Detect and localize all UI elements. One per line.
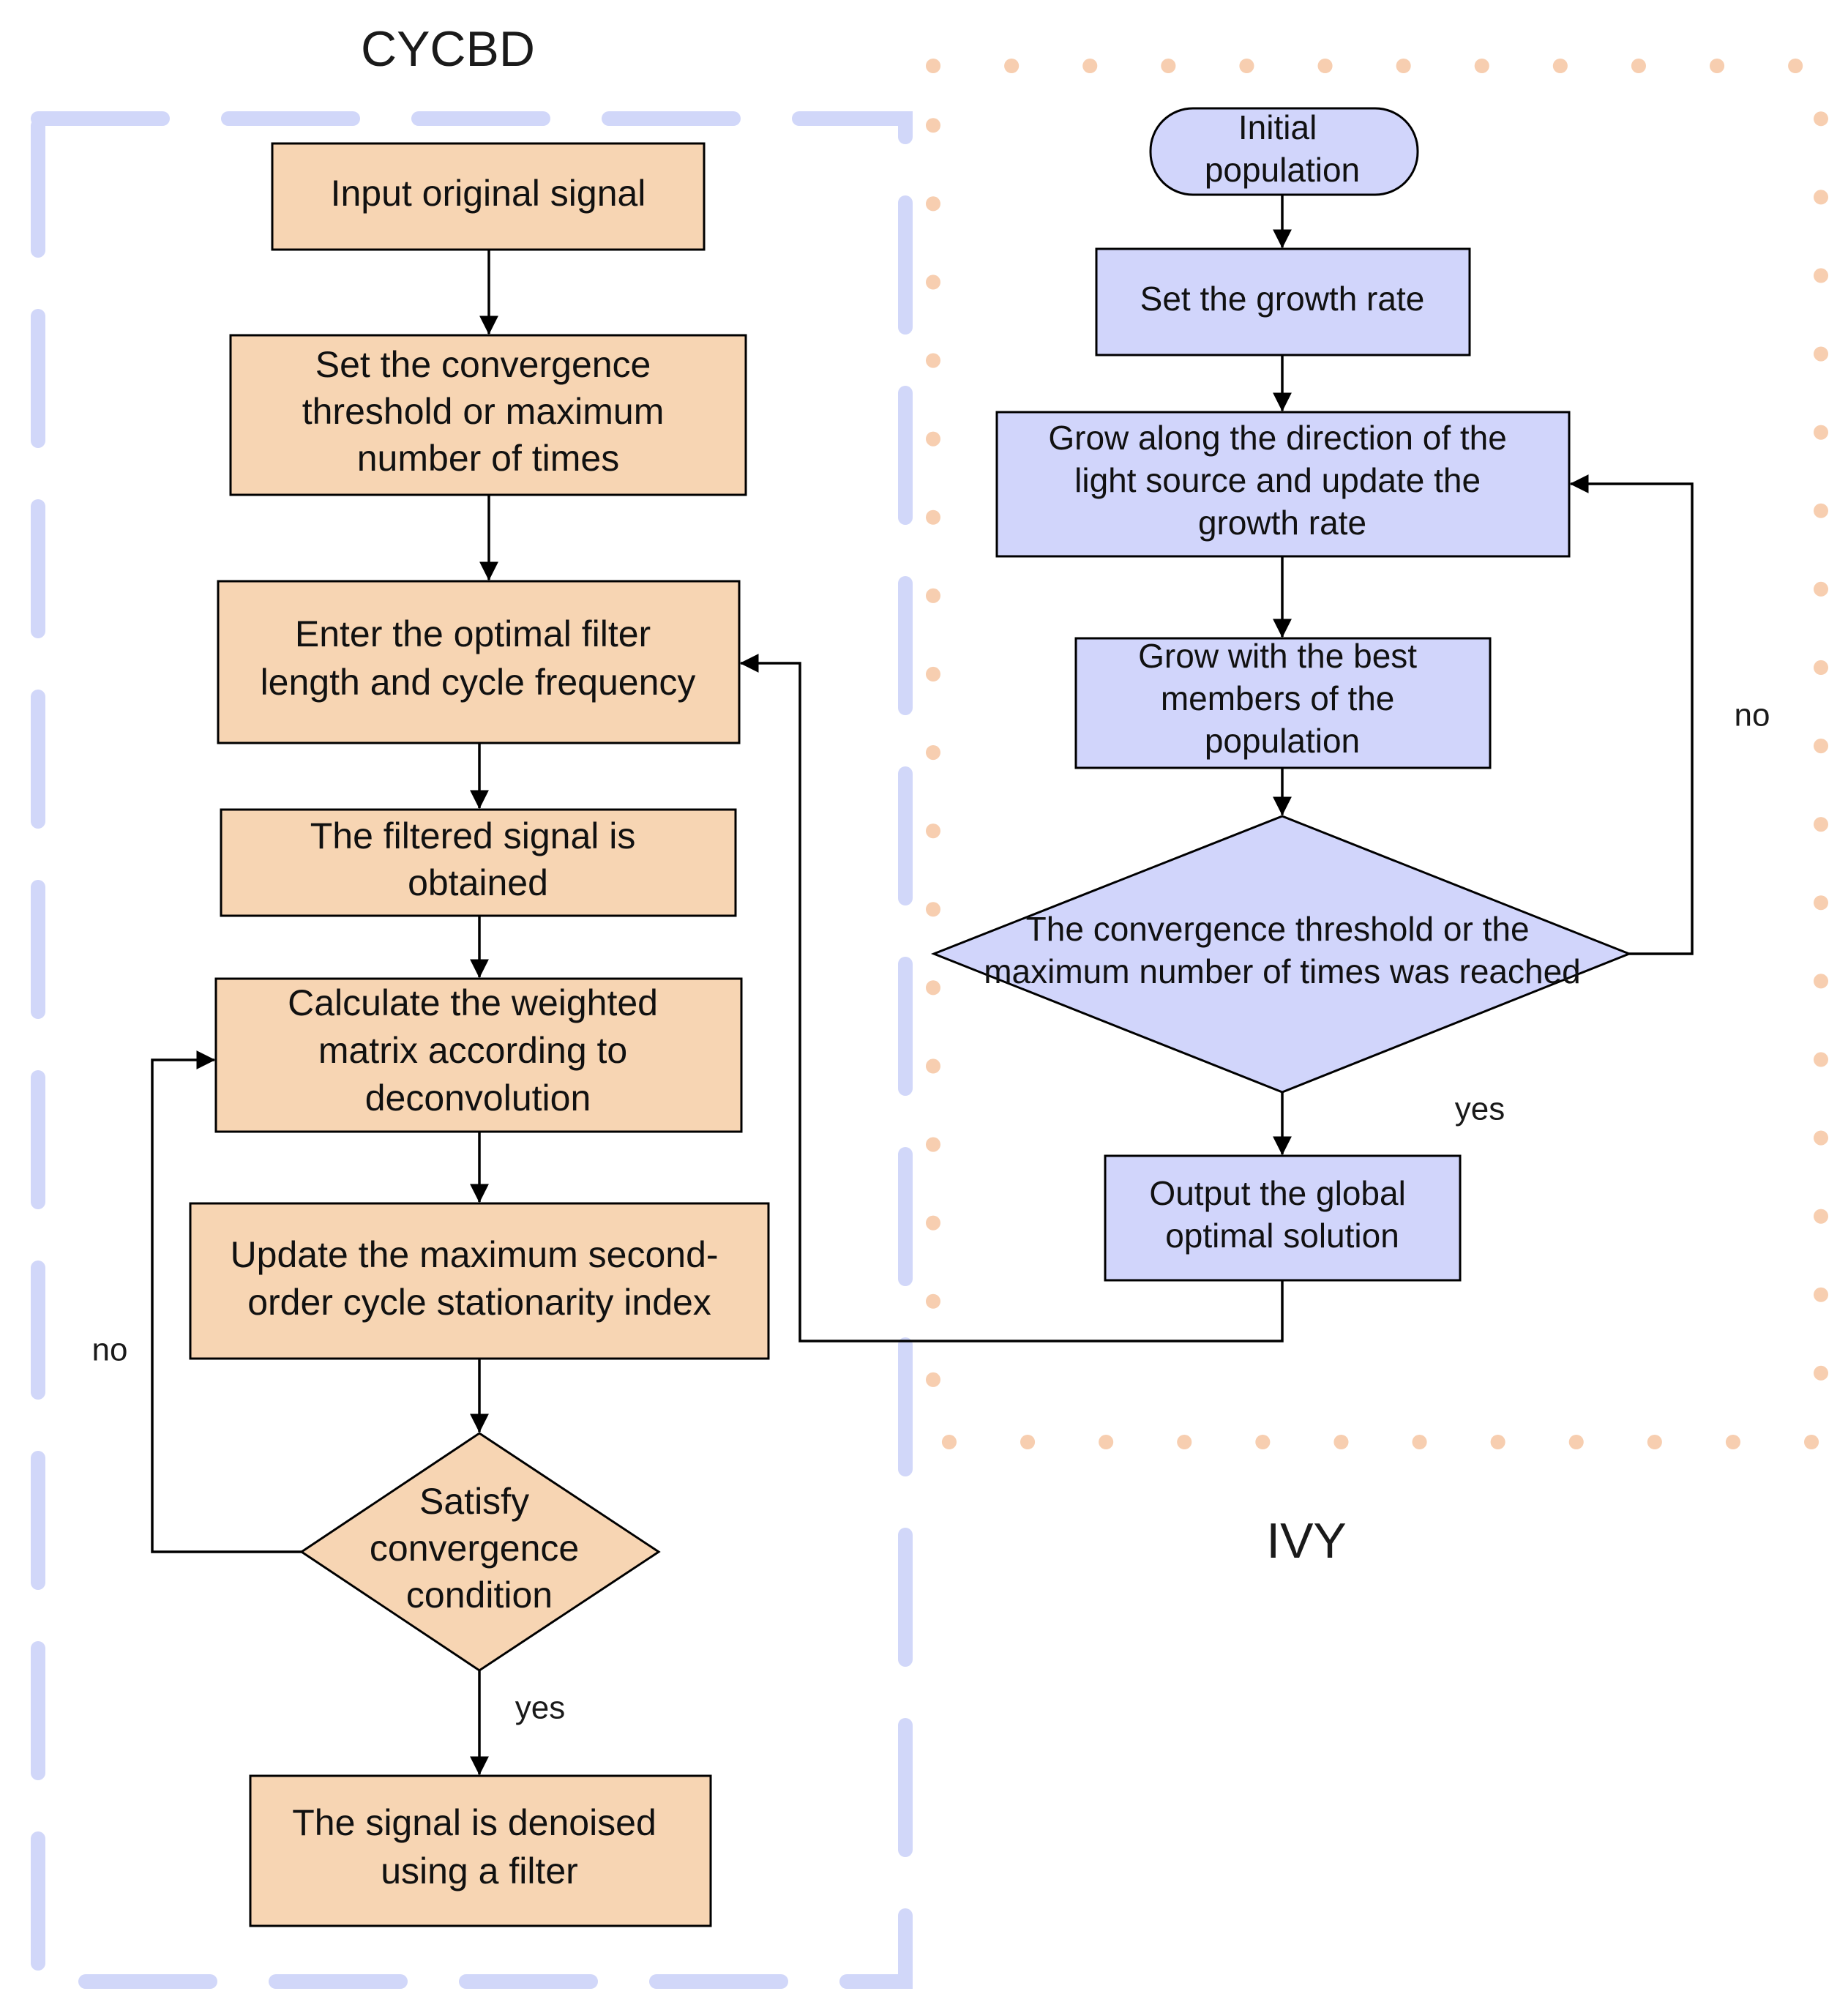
- svg-text:Update the maximum second-: Update the maximum second- order cycle s…: [231, 1234, 729, 1323]
- cycbd-title: CYCBD: [361, 21, 535, 77]
- ivy-label-yes: yes: [1455, 1091, 1505, 1127]
- edge-ivy-output-to-enter: [739, 654, 1284, 1342]
- cycbd-node-update: Update the maximum second- order cycle s…: [189, 1202, 770, 1360]
- ivy-region-border: [926, 59, 1828, 1449]
- cycbd-node-filtered-line-2: obtained: [408, 862, 548, 903]
- ivy-node-output-line-2: optimal solution: [1165, 1217, 1399, 1255]
- svg-text:The convergence threshold or t: The convergence threshold or the maximum…: [984, 910, 1581, 990]
- svg-text:The filtered signal is o: The filtered signal is obtained: [310, 815, 646, 903]
- ivy-node-grow-direction-line-3: growth rate: [1198, 504, 1366, 542]
- cycbd-node-enter: Enter the optimal filter length and cycl…: [217, 580, 741, 744]
- cycbd-node-threshold: Set the convergence threshold or maximum…: [229, 334, 747, 496]
- ivy-node-output: Output the global optimal solution: [1104, 1154, 1462, 1282]
- cycbd-node-input: Input original signal: [271, 142, 706, 251]
- svg-text:The signal is denoised u: The signal is denoised using a filter: [292, 1802, 666, 1891]
- svg-text:Satisfy convergence: Satisfy convergence condition: [370, 1481, 589, 1616]
- cycbd-label-yes: yes: [515, 1690, 565, 1726]
- cycbd-label-no: no: [92, 1332, 128, 1368]
- cycbd-node-filtered: The filtered signal is obtained: [220, 808, 737, 917]
- ivy-node-initial: Initial population: [1149, 107, 1419, 196]
- cycbd-node-threshold-line-1: Set the convergence: [315, 344, 651, 385]
- svg-text:Grow with the best membe: Grow with the best members of the popula…: [1138, 637, 1426, 760]
- ivy-node-grow-direction-line-2: light source and update the: [1074, 461, 1481, 499]
- svg-text:Grow along the direction of th: Grow along the direction of the light so…: [1048, 419, 1516, 542]
- cycbd-region-border: [31, 111, 913, 1989]
- edge-satisfy-no-loop: [151, 1050, 302, 1553]
- cycbd-node-satisfy: Satisfy convergence condition: [299, 1432, 661, 1672]
- svg-text:Calculate the weighted m: Calculate the weighted matrix according …: [288, 982, 668, 1118]
- ivy-node-grow-best-line-2: members of the: [1161, 679, 1395, 717]
- cycbd-node-calc-line-3: deconvolution: [365, 1078, 591, 1118]
- cycbd-node-calc: Calculate the weighted matrix according …: [214, 977, 743, 1133]
- ivy-label-no: no: [1735, 698, 1770, 733]
- cycbd-node-input-line-1: Input original signal: [331, 173, 646, 214]
- ivy-title: IVY: [1266, 1513, 1347, 1569]
- ivy-node-reached-line-1: The convergence threshold or the: [1026, 910, 1530, 948]
- ivy-node-grow-best: Grow with the best members of the popula…: [1074, 637, 1492, 769]
- cycbd-node-denoised-line-2: using a filter: [381, 1850, 578, 1891]
- edge-reached-no-loop: [1569, 474, 1694, 955]
- svg-text:Set the growth rate: Set the growth rate: [1140, 280, 1425, 318]
- svg-text:Input original signal: Input original signal: [331, 173, 646, 214]
- cycbd-node-calc-line-2: matrix according to: [318, 1030, 627, 1071]
- svg-text:Initial population: Initial population: [1205, 108, 1360, 189]
- ivy-node-growth-line-1: Set the growth rate: [1140, 280, 1425, 318]
- ivy-region: IVY: [926, 59, 1828, 1569]
- ivy-node-reached-line-2: maximum number of times was reached: [984, 952, 1581, 990]
- cycbd-node-denoised: The signal is denoised using a filter: [249, 1774, 712, 1927]
- cycbd-node-enter-line-2: length and cycle frequency: [261, 662, 696, 703]
- svg-text:Output the global optima: Output the global optimal solution: [1149, 1174, 1415, 1255]
- cycbd-edges: no yes: [92, 250, 1284, 1776]
- cycbd-node-threshold-line-2: threshold or maximum: [302, 391, 665, 432]
- ivy-node-reached: The convergence threshold or the maximum…: [930, 815, 1633, 1094]
- cycbd-node-update-line-1: Update the maximum second-: [231, 1234, 719, 1275]
- cycbd-node-satisfy-line-1: Satisfy: [419, 1481, 529, 1522]
- cycbd-node-enter-line-1: Enter the optimal filter: [295, 613, 651, 654]
- ivy-node-grow-direction-line-1: Grow along the direction of the: [1048, 419, 1506, 457]
- cycbd-region: CYCBD: [31, 21, 913, 1989]
- ivy-edges: no yes: [1273, 195, 1770, 1156]
- cycbd-node-satisfy-line-3: condition: [406, 1575, 553, 1616]
- cycbd-node-update-line-2: order cycle stationarity index: [247, 1282, 711, 1323]
- svg-text:Set the convergence thre: Set the convergence threshold or maximum…: [302, 344, 675, 479]
- cycbd-node-threshold-line-3: number of times: [357, 438, 619, 479]
- ivy-node-grow-direction: Grow along the direction of the light so…: [995, 411, 1571, 558]
- ivy-node-grow-best-line-1: Grow with the best: [1138, 637, 1417, 675]
- ivy-node-output-line-1: Output the global: [1149, 1174, 1405, 1212]
- cycbd-node-denoised-line-1: The signal is denoised: [292, 1802, 656, 1843]
- ivy-node-initial-line-2: population: [1205, 151, 1360, 189]
- cycbd-node-satisfy-line-2: convergence: [370, 1528, 579, 1569]
- cycbd-node-calc-line-1: Calculate the weighted: [288, 982, 658, 1023]
- ivy-node-growth: Set the growth rate: [1095, 247, 1471, 356]
- ivy-node-initial-line-1: Initial: [1238, 108, 1317, 146]
- ivy-node-grow-best-line-3: population: [1205, 722, 1360, 760]
- svg-text:Enter the optimal filter: Enter the optimal filter length and cycl…: [261, 613, 696, 703]
- cycbd-node-filtered-line-1: The filtered signal is: [310, 815, 636, 856]
